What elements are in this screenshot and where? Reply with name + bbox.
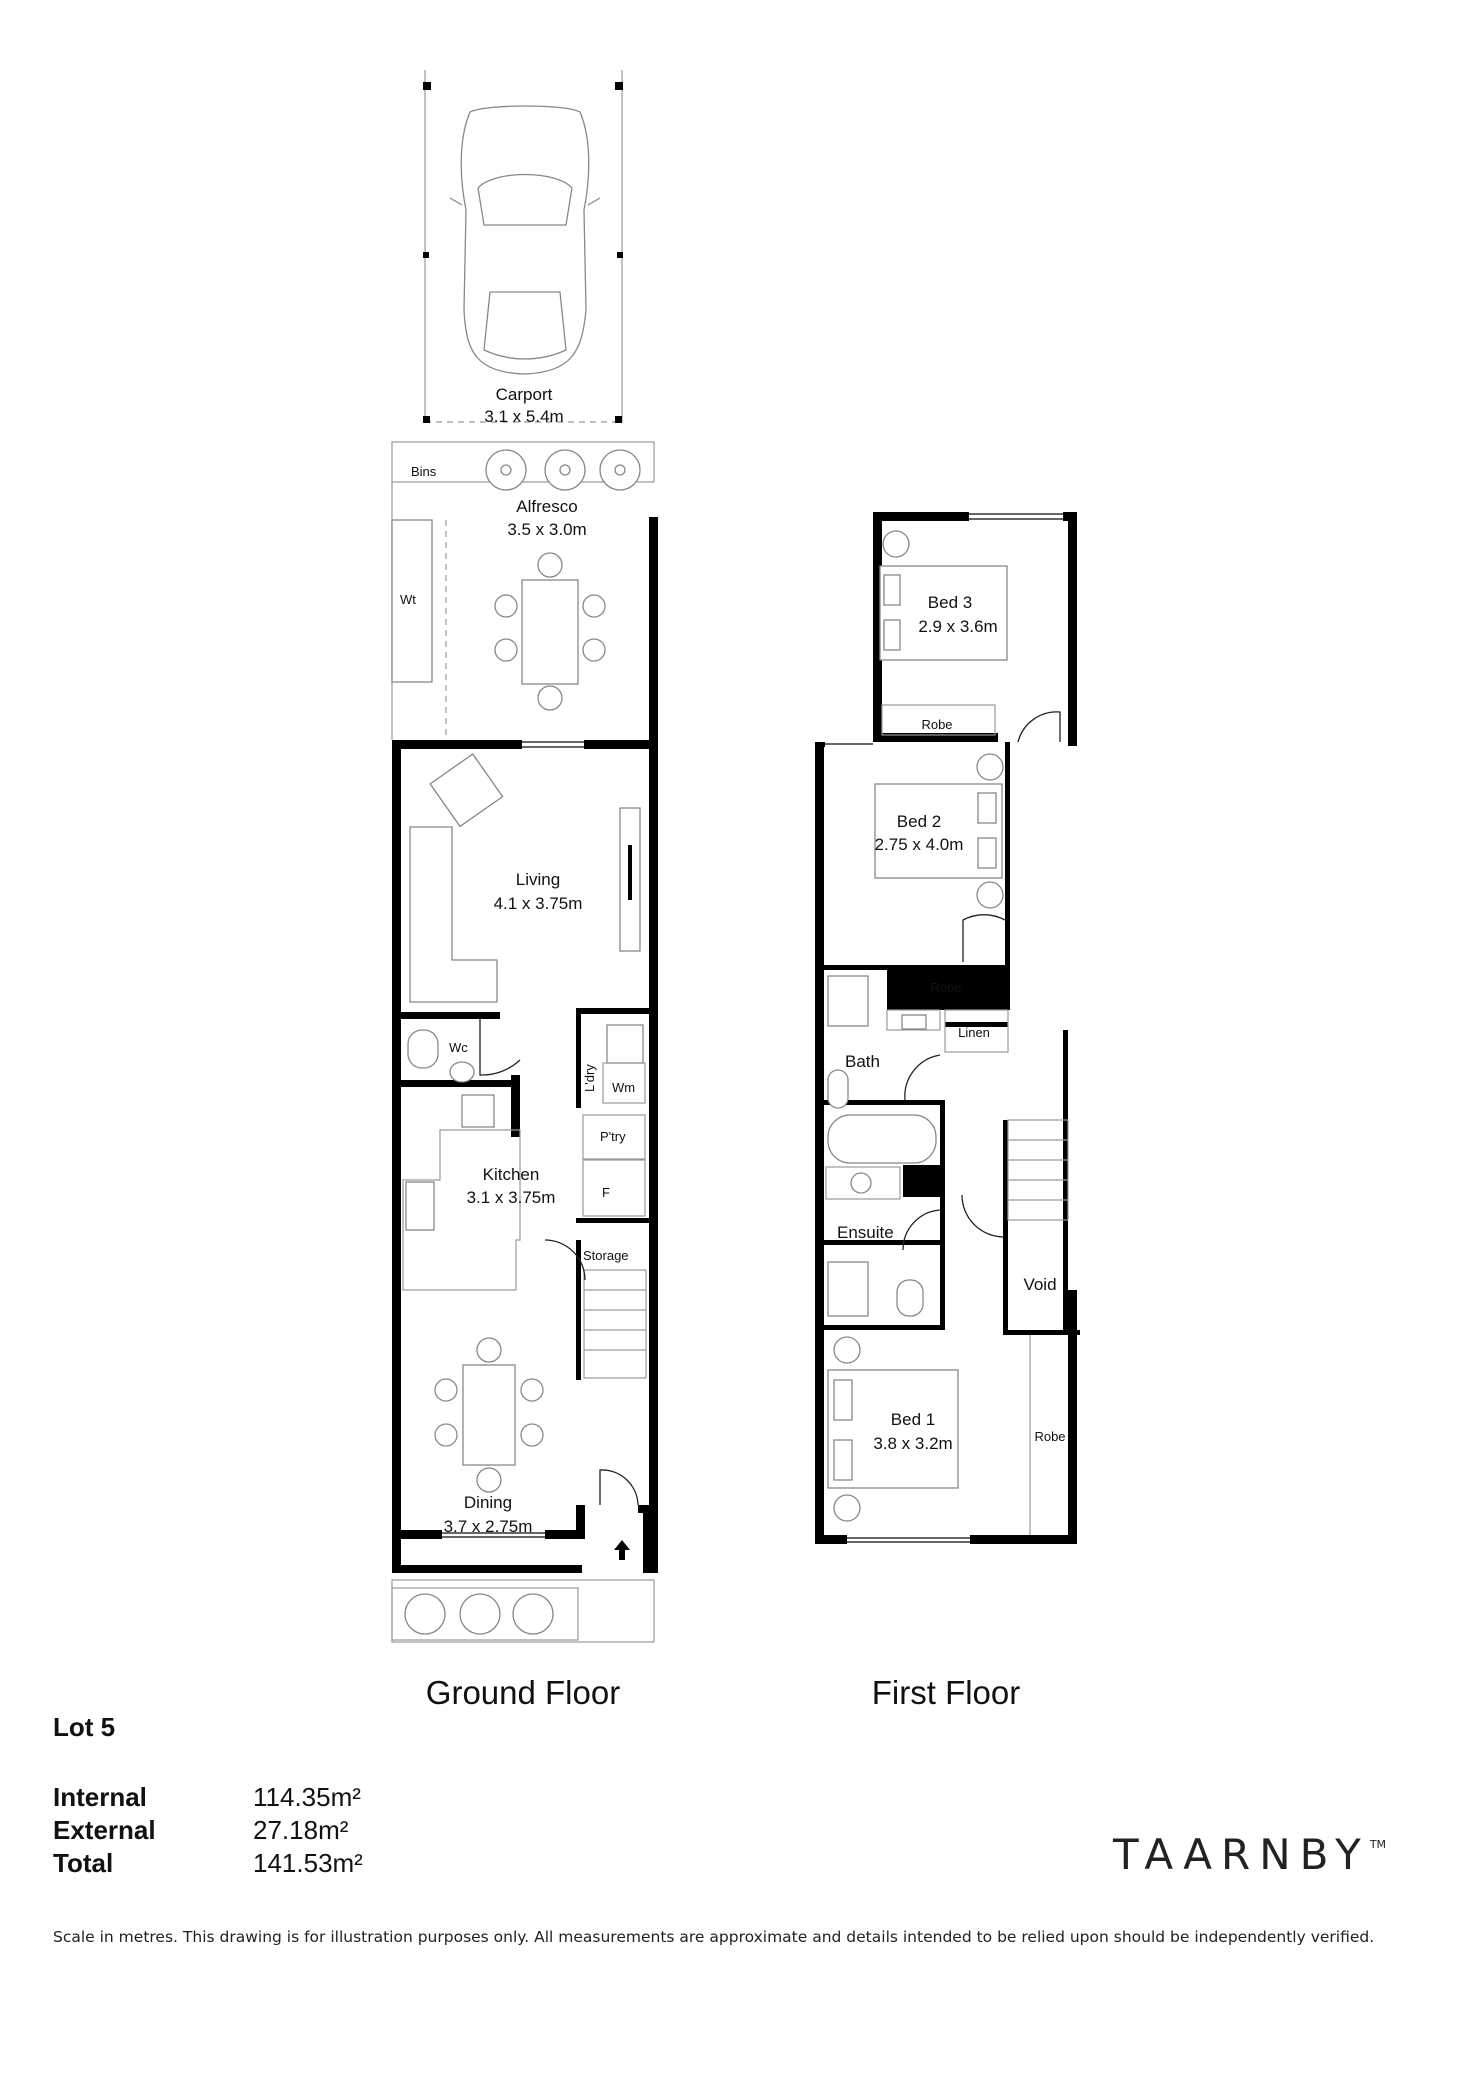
brand-logo: TAARNBYTM: [1113, 1830, 1386, 1879]
kitchen-area: [402, 1094, 646, 1291]
bathtub: [827, 1114, 937, 1164]
front-garden: [391, 1579, 655, 1643]
wc-area: [407, 1019, 521, 1083]
windows: [442, 741, 584, 1538]
void-label: Void: [1023, 1275, 1056, 1294]
disclaimer-text: Scale in metres. This drawing is for ill…: [53, 1928, 1375, 1946]
bed2-label: Bed 2: [897, 812, 941, 831]
shower: [827, 1261, 869, 1317]
area-label: External: [53, 1815, 156, 1845]
cooktop: [461, 1094, 495, 1128]
bins-area: [391, 441, 655, 483]
bed1-area: [827, 1335, 1031, 1535]
plant-icon: [485, 449, 641, 491]
area-value: 27.18m²: [253, 1815, 349, 1845]
robe1-label: Robe: [1034, 1429, 1065, 1444]
linen-label: Linen: [958, 1025, 990, 1040]
living-dims: 4.1 x 3.75m: [494, 894, 583, 913]
laundry-label: L'dry: [582, 1064, 597, 1092]
first-floor-plan: Bed 3 2.9 x 3.6m Robe Bed 2 2.75 x 4.0m …: [815, 512, 1080, 1711]
bed1-label: Bed 1: [891, 1410, 935, 1429]
armchair: [429, 753, 504, 828]
stairs: [544, 1239, 647, 1379]
carport-dims: 3.1 x 5.4m: [484, 407, 563, 426]
brand-name: TAARNBY: [1113, 1830, 1370, 1879]
alfresco-table: [521, 579, 579, 685]
dining-dims: 3.7 x 2.75m: [444, 1517, 533, 1536]
floor-plan-drawing: Carport 3.1 x 5.4m Bins Alfresco 3.5 x 3…: [391, 70, 1080, 1711]
bed3-area: [879, 530, 1061, 743]
first-floor-title: First Floor: [872, 1674, 1021, 1711]
first-walls: [815, 512, 1080, 1544]
water-tank: [391, 519, 433, 683]
bath-label: Bath: [845, 1052, 880, 1071]
ensuite-area: [825, 1166, 941, 1317]
bed3-dims: 2.9 x 3.6m: [918, 617, 997, 636]
bed2-area: [874, 753, 1006, 962]
fridge: [582, 1159, 646, 1217]
bath-area: [827, 975, 1009, 1164]
robe3-label: Robe: [921, 717, 952, 732]
storage-label: Storage: [583, 1248, 629, 1263]
wt-label: Wt: [400, 592, 416, 607]
bins-label: Bins: [411, 464, 437, 479]
shower: [827, 975, 869, 1027]
carport-label: Carport: [496, 385, 553, 404]
area-summary: Lot 5 Internal 114.35m² External 27.18m²…: [53, 1712, 363, 1878]
alfresco-dims: 3.5 x 3.0m: [507, 520, 586, 539]
bed1-dims: 3.8 x 3.2m: [873, 1434, 952, 1453]
wm-label: Wm: [612, 1080, 635, 1095]
dining-label: Dining: [464, 1493, 512, 1512]
area-label: Total: [53, 1848, 114, 1878]
ensuite-label: Ensuite: [837, 1223, 894, 1242]
kitchen-dims: 3.1 x 3.75m: [467, 1188, 556, 1207]
alfresco-area: [391, 482, 606, 740]
robe2-label: Robe: [930, 980, 961, 995]
kitchen-label: Kitchen: [483, 1165, 540, 1184]
alfresco-label: Alfresco: [516, 497, 577, 516]
living-label: Living: [516, 870, 560, 889]
fridge-label: F: [602, 1185, 610, 1200]
lot-number: Lot 5: [53, 1712, 116, 1742]
ground-walls: [392, 517, 658, 1573]
wc-label: Wc: [449, 1040, 468, 1055]
first-windows: [825, 513, 1063, 1543]
entry-arrow-icon: [614, 1540, 630, 1560]
dining-area: [434, 1337, 639, 1560]
area-value: 141.53m²: [253, 1848, 363, 1878]
ground-floor-title: Ground Floor: [426, 1674, 620, 1711]
trademark-mark: TM: [1369, 1838, 1387, 1851]
pantry-label: P'try: [600, 1129, 626, 1144]
sofa: [409, 826, 498, 1003]
pantry: [582, 1114, 646, 1160]
first-stairs: [961, 1119, 1069, 1238]
ground-floor-plan: Carport 3.1 x 5.4m Bins Alfresco 3.5 x 3…: [391, 70, 658, 1711]
bed3-label: Bed 3: [928, 593, 972, 612]
living-area: [409, 753, 641, 1003]
car-icon: [449, 105, 601, 375]
entry-door: [599, 1469, 639, 1506]
carport-area: [423, 70, 623, 423]
bed2-dims: 2.75 x 4.0m: [875, 835, 964, 854]
laundry-area: [602, 1024, 646, 1104]
sink: [405, 1181, 435, 1231]
area-label: Internal: [53, 1782, 147, 1812]
area-value: 114.35m²: [253, 1782, 361, 1812]
